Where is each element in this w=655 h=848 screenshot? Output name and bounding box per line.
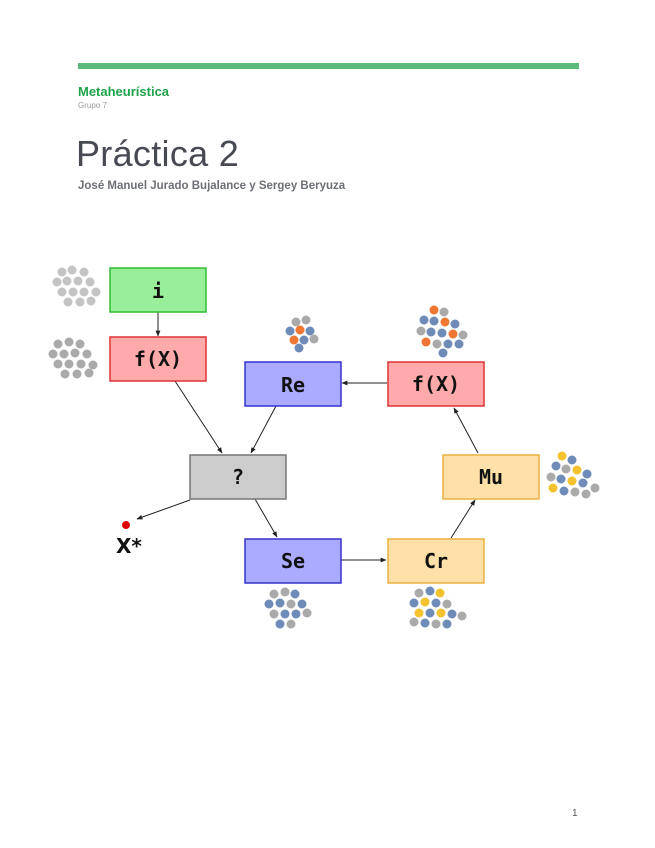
result-label: X* (116, 534, 142, 558)
box-eval-offspring-label: f(X) (412, 372, 460, 396)
box-eval-initial-label: f(X) (134, 347, 182, 371)
box-mutation: Mu (443, 455, 539, 499)
box-init: i (110, 268, 206, 312)
box-mutation-label: Mu (479, 465, 503, 489)
box-init-label: i (152, 279, 164, 303)
arrow-crossover-to-mutation (451, 500, 475, 538)
population-init (53, 266, 101, 307)
arrow-eval-to-decision (175, 381, 222, 453)
arrow-decision-to-result (137, 500, 190, 519)
box-eval-offspring: f(X) (388, 362, 484, 406)
box-crossover: Cr (388, 539, 484, 583)
box-select-label: Se (281, 549, 305, 573)
arrow-decision-to-select (255, 499, 277, 537)
box-select: Se (245, 539, 341, 583)
population-replace (286, 316, 319, 353)
box-eval-initial: f(X) (110, 337, 206, 381)
box-replace: Re (245, 362, 341, 406)
page-number: 1 (572, 808, 578, 819)
population-eval-offspring (417, 306, 468, 358)
box-replace-label: Re (281, 373, 305, 397)
population-crossover (410, 587, 467, 629)
population-mutation (547, 452, 600, 499)
arrow-replace-to-decision (251, 406, 276, 453)
box-decision-label: ? (232, 465, 244, 489)
box-decision: ? (190, 455, 286, 499)
arrow-mutation-to-eval (454, 408, 478, 453)
population-eval-initial (49, 338, 98, 379)
population-select (265, 588, 312, 629)
result-dot (122, 521, 130, 529)
box-crossover-label: Cr (424, 549, 448, 573)
